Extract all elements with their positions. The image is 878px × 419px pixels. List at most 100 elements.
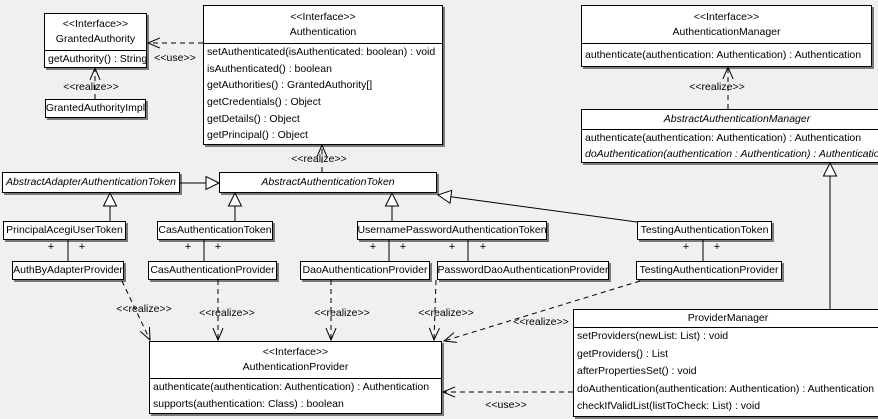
class-name: CasAuthenticationToken: [158, 224, 272, 236]
edge-use-providermanager-authenticationprovider-stereotype-label: <<use>>: [485, 399, 526, 411]
edge-assoc-cas-multiplicity-1: +: [215, 241, 221, 253]
method-row: doAuthentication(authentication : Authen…: [585, 148, 878, 160]
edge-assoc-upat-passworddao-multiplicity-0: +: [449, 241, 455, 253]
class-dao-authentication-provider: DaoAuthenticationProvider: [300, 261, 430, 280]
class-title-compartment: TestingAuthenticationProvider: [637, 262, 781, 279]
class-name: DaoAuthenticationProvider: [302, 264, 428, 276]
method-row: getAuthority() : String: [48, 53, 146, 65]
method-row: getAuthorities() : GrantedAuthority[]: [207, 79, 373, 92]
class-name: CasAuthenticationProvider: [150, 264, 275, 276]
edge-realize-grantedauthorityimpl-stereotype-label: <<realize>>: [63, 81, 118, 93]
method-row: authenticate(authentication: Authenticat…: [585, 49, 862, 61]
edge-realize-authbyadapterprovider-line: [121, 280, 151, 341]
class-name: AuthenticationProvider: [242, 361, 349, 373]
edge-realize-authbyadapterprovider-arrowhead: [139, 326, 151, 342]
method-row: authenticate(authentication: Authenticat…: [153, 381, 430, 393]
class-name: PrincipalAcegiUserToken: [6, 224, 123, 236]
class-auth-by-adapter-provider: AuthByAdapterProvider: [12, 261, 124, 280]
class-title-compartment: <<Interface>>Authentication: [204, 6, 442, 44]
edge-assoc-upat-passworddao-multiplicity-1: +: [480, 241, 486, 253]
class-cas-authentication-provider: CasAuthenticationProvider: [148, 261, 277, 280]
class-name: AuthByAdapterProvider: [13, 264, 123, 276]
method-row: getCredentials() : Object: [207, 95, 321, 108]
class-name: AuthenticationManager: [672, 25, 781, 38]
edge-use-providermanager-authenticationprovider-arrowhead: [441, 386, 456, 398]
stereotype-label: <<Interface>>: [290, 10, 356, 23]
class-authentication: <<Interface>>Authentication setAuthentica…: [203, 5, 443, 145]
edge-realize-testingauthenticationprovider-stereotype-label: <<realize>>: [513, 316, 568, 328]
class-testing-authentication-provider: TestingAuthenticationProvider: [636, 261, 782, 280]
class-username-password-authentication-token: UsernamePasswordAuthenticationToken: [357, 221, 547, 240]
edge-realize-abstractauthenticationtoken-stereotype-label: <<realize>>: [291, 153, 346, 165]
class-name: AbstractAdapterAuthenticationToken: [5, 176, 177, 188]
edge-realize-abstractauthenticationmanager-arrowhead: [722, 65, 734, 80]
method-row: isAuthenticated() : boolean: [207, 62, 332, 75]
edge-generalize-testingauthenticationtoken-line: [450, 196, 638, 223]
class-password-dao-authentication-provider: PasswordDaoAuthenticationProvider: [437, 261, 609, 280]
class-abstract-authentication-manager: AbstractAuthenticationManager authenticat…: [581, 109, 878, 163]
edge-realize-abstractauthenticationmanager-stereotype-label: <<realize>>: [689, 81, 744, 93]
stereotype-label: <<Interface>>: [693, 10, 760, 23]
stereotype-label: <<Interface>>: [62, 18, 129, 30]
class-title-compartment: AbstractAuthenticationToken: [220, 173, 436, 192]
method-row: setProviders(newList: List) : void: [577, 330, 729, 342]
class-name: TestingAuthenticationToken: [640, 224, 769, 236]
class-title-compartment: TestingAuthenticationToken: [638, 222, 771, 239]
class-title-compartment: <<Interface>> AuthenticationProvider: [150, 342, 441, 379]
edge-realize-passworddaoauthenticationprovider-line: [433, 279, 437, 341]
class-title-compartment: PrincipalAcegiUserToken: [4, 222, 125, 239]
edge-realize-casauthenticationprovider-arrowhead: [212, 327, 224, 342]
class-title-compartment: CasAuthenticationProvider: [149, 262, 276, 279]
method-row: setAuthenticated(isAuthenticated: boolea…: [207, 46, 436, 58]
method-row: afterPropertiesSet() : void: [577, 365, 697, 378]
class-name: ProviderManager: [687, 312, 769, 324]
class-methods-compartment: authenticate(authentication: Authenticat…: [582, 44, 871, 66]
edge-realize-daoauthenticationprovider-stereotype-label: <<realize>>: [314, 307, 369, 319]
edge-realize-passworddaoauthenticationprovider-arrowhead: [428, 327, 440, 342]
edge-realize-daoauthenticationprovider-arrowhead: [325, 327, 337, 342]
method-row: doAuthentication(authentication: Authent…: [577, 382, 875, 395]
class-title-compartment: AuthByAdapterProvider: [13, 262, 123, 279]
class-methods-compartment: getAuthority() : String: [45, 51, 146, 67]
class-title-compartment: AbstractAdapterAuthenticationToken: [3, 173, 179, 192]
class-methods-compartment: authenticate(authentication: Authenticat…: [582, 130, 878, 162]
method-row: getDetails() : Object: [207, 112, 300, 125]
class-name: UsernamePasswordAuthenticationToken: [357, 224, 547, 236]
edge-realize-passworddaoauthenticationprovider-stereotype-label: <<realize>>: [418, 307, 473, 319]
class-methods-compartment: authenticate(authentication: Authenticat…: [150, 379, 441, 413]
class-name: GrantedAuthorityImpl: [45, 102, 146, 114]
class-name: AbstractAuthenticationManager: [663, 113, 811, 125]
method-row: getPrincipal() : Object: [207, 129, 308, 142]
edge-assoc-principal-authbyadapter-multiplicity-1: +: [79, 241, 85, 253]
edge-generalize-testingauthenticationtoken-triangle: [436, 189, 453, 205]
edge-assoc-upat-dao-multiplicity-0: +: [370, 241, 376, 253]
edge-generalize-usernamepasswordauthenticationtoken-triangle: [384, 191, 400, 207]
edge-assoc-upat-dao-multiplicity-1: +: [400, 241, 406, 253]
class-abstract-authentication-token: AbstractAuthenticationToken: [219, 172, 437, 193]
stereotype-label: <<Interface>>: [262, 346, 329, 358]
class-methods-compartment: setAuthenticated(isAuthenticated: boolea…: [204, 44, 442, 144]
method-row: authenticate(authentication: Authenticat…: [585, 132, 862, 144]
class-name: GrantedAuthority: [55, 33, 136, 45]
edge-generalize-abstractadapterauthenticationtoken-triangle: [205, 175, 221, 191]
edge-assoc-testing-multiplicity-0: +: [683, 241, 689, 253]
class-title-compartment: AbstractAuthenticationManager: [582, 110, 878, 130]
edge-use-authentication-grantedauthority-arrowhead: [146, 37, 161, 49]
class-provider-manager: ProviderManager setProviders(newList: Lis…: [573, 309, 878, 417]
class-title-compartment: <<Interface>> GrantedAuthority: [45, 14, 146, 51]
class-title-compartment: DaoAuthenticationProvider: [301, 262, 429, 279]
edge-assoc-testing-multiplicity-1: +: [714, 241, 720, 253]
class-abstract-adapter-authentication-token: AbstractAdapterAuthenticationToken: [2, 172, 180, 193]
edge-realize-grantedauthorityimpl-arrowhead: [89, 66, 101, 81]
class-title-compartment: GrantedAuthorityImpl: [46, 100, 145, 117]
class-granted-authority: <<Interface>> GrantedAuthority getAuthorit…: [44, 13, 147, 68]
edge-assoc-principal-authbyadapter-multiplicity-0: +: [48, 241, 54, 253]
class-title-compartment: ProviderManager: [574, 310, 878, 328]
class-name: PasswordDaoAuthenticationProvider: [437, 264, 609, 276]
class-principal-acegi-user-token: PrincipalAcegiUserToken: [3, 221, 126, 240]
class-title-compartment: CasAuthenticationToken: [158, 222, 272, 239]
method-row: checkIfValidList(listToCheck: List) : vo…: [577, 400, 761, 413]
class-granted-authority-impl: GrantedAuthorityImpl: [45, 99, 146, 118]
